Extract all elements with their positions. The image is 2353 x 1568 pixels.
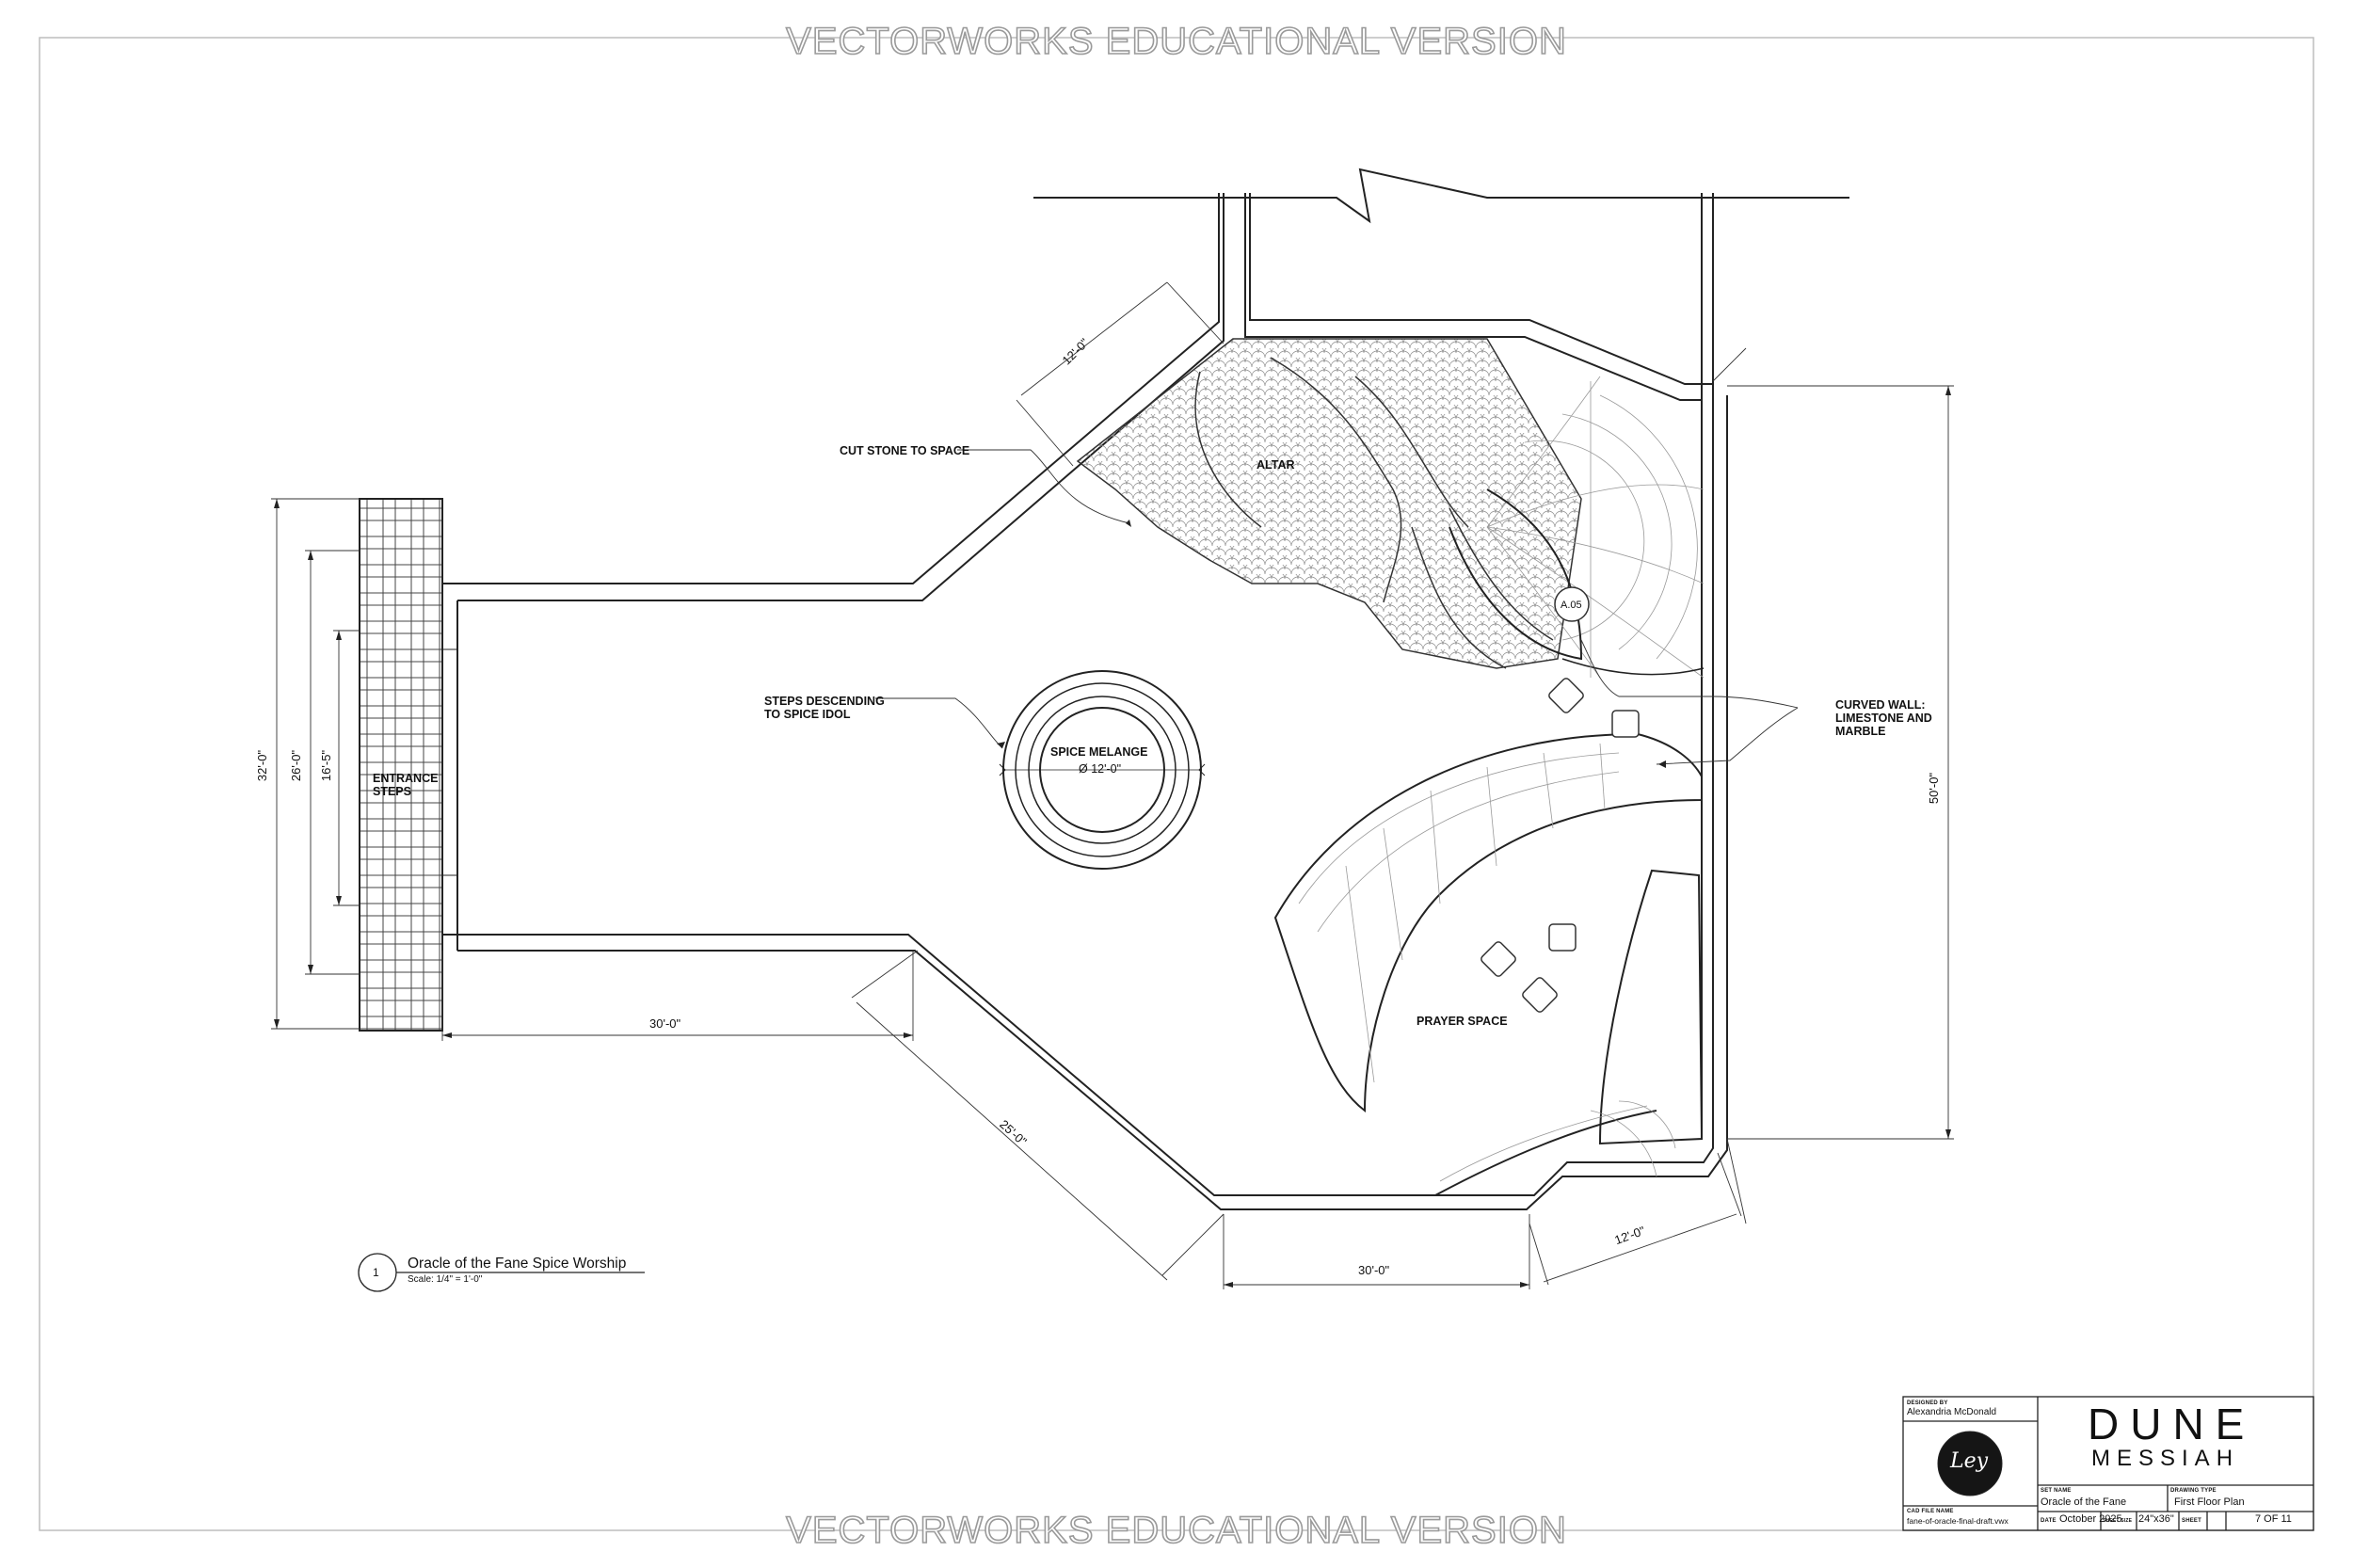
- dim-left-32: 32'-0": [255, 749, 270, 782]
- cut-stone-label: CUT STONE TO SPACE: [840, 444, 970, 457]
- drawing-scale: Scale: 1/4" = 1'-0": [408, 1274, 483, 1285]
- drawing-type: First Floor Plan: [2174, 1496, 2245, 1508]
- break-line: [1033, 168, 1849, 224]
- section-tag-circle: [1554, 586, 1590, 622]
- prayer-curved-wall: [1273, 732, 1703, 1113]
- dim-left-16: 16'-5": [319, 749, 334, 782]
- watermark-top: VECTORWORKS EDUCATIONAL VERSION: [785, 20, 1567, 63]
- altar-stone-area: [1076, 338, 1582, 669]
- designer-logo-text: Ley: [1950, 1449, 1989, 1473]
- curved-wall-grid: [1486, 376, 1705, 679]
- drawing-type-label: DRAWING TYPE: [2170, 1488, 2217, 1494]
- entrance-steps: [359, 498, 443, 1032]
- drawing-number: 1: [373, 1266, 379, 1279]
- sheet-border: [39, 37, 2314, 1531]
- project-title-line2: MESSIAH: [2091, 1446, 2240, 1471]
- sheet-label: SHEET: [2182, 1518, 2202, 1524]
- project-title-line1: DUNE: [2088, 1400, 2256, 1448]
- dim-left-26: 26'-0": [289, 749, 304, 782]
- section-tag-label: A.05: [1561, 600, 1582, 611]
- date: October 2025: [2059, 1513, 2122, 1525]
- designed-by-label: DESIGNED BY: [1907, 1400, 1948, 1406]
- spice-melange-steps: [999, 670, 1206, 870]
- sheet-number: 7 OF 11: [2255, 1513, 2292, 1525]
- cad-file: fane-of-oracle-final-draft.vwx: [1907, 1516, 2009, 1526]
- cad-file-label: CAD FILE NAME: [1907, 1509, 1954, 1514]
- dimension-lines: [271, 281, 1954, 1289]
- prayer-wall-grid: [1298, 743, 1620, 1083]
- designed-by: Alexandria McDonald: [1907, 1407, 1997, 1417]
- altar-label: ALTAR: [1257, 458, 1295, 472]
- dim-bottom-30-left: 30'-0": [649, 1016, 681, 1031]
- set-name-label: SET NAME: [2041, 1488, 2072, 1494]
- prayer-cushions: [1481, 678, 1640, 1013]
- set-name: Oracle of the Fane: [2041, 1496, 2127, 1508]
- upper-curved-wall: [1449, 488, 1583, 661]
- entrance-steps-label: ENTRANCE STEPS: [373, 772, 439, 798]
- curved-wall-label: CURVED WALL: LIMESTONE AND MARBLE: [1835, 698, 1932, 738]
- title-block-frame: [1902, 1396, 2314, 1531]
- sheet-size: 24"x36": [2138, 1513, 2174, 1525]
- leader-lines: [875, 449, 1799, 765]
- spice-diameter-label: Ø 12'-0": [1079, 762, 1122, 776]
- spice-melange-label: SPICE MELANGE: [1050, 745, 1148, 759]
- dim-bottom-30-right: 30'-0": [1358, 1263, 1390, 1277]
- lower-curved-wall: [1598, 869, 1704, 1145]
- watermark-bottom: VECTORWORKS EDUCATIONAL VERSION: [785, 1509, 1567, 1552]
- prayer-space-label: PRAYER SPACE: [1417, 1015, 1508, 1028]
- drawing-title: Oracle of the Fane Spice Worship: [408, 1256, 627, 1272]
- building-walls: [441, 193, 1728, 1210]
- date-label: DATE: [2041, 1518, 2057, 1524]
- sheet-size-label: SHEET SIZE: [2103, 1518, 2133, 1524]
- steps-descending-label: STEPS DESCENDING TO SPICE IDOL: [764, 695, 885, 721]
- designer-logo: [1937, 1431, 2003, 1496]
- dim-right-50: 50'-0": [1927, 772, 1942, 805]
